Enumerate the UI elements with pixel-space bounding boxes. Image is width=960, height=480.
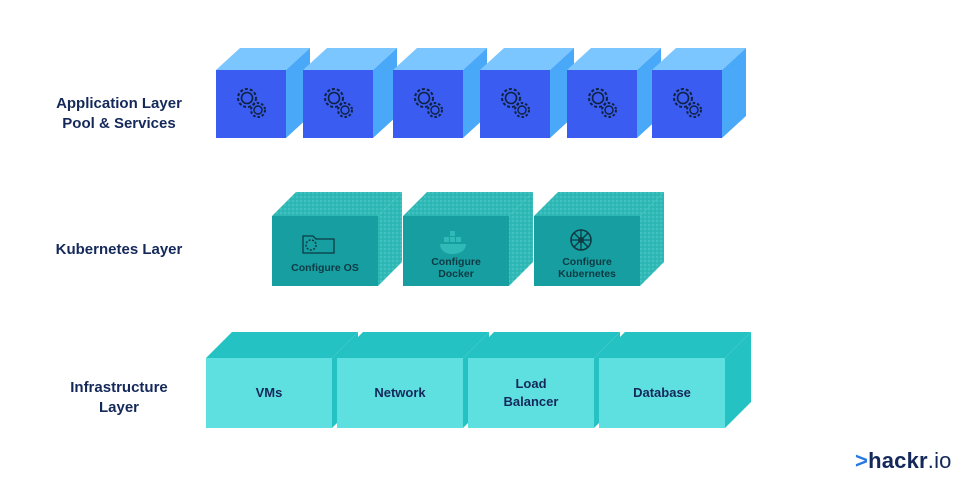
k8s-label-configure-docker: Configure Docker [431, 256, 481, 280]
k8s-box-configure-docker [403, 192, 533, 286]
k8s-label-configure-os: Configure OS [291, 262, 359, 274]
k8s-box-configure-os [272, 192, 402, 286]
app-cube-3 [393, 48, 487, 138]
logo-chevron: > [855, 448, 869, 473]
logo-name: hackr [868, 448, 928, 473]
kubernetes-layer-boxes [272, 192, 664, 286]
hackr-logo: >hackr.io [855, 448, 952, 474]
infra-box-database [599, 332, 751, 428]
docker-whale-icon [440, 231, 466, 254]
gear-folder-icon [302, 235, 335, 254]
application-layer-cubes [216, 48, 746, 138]
infrastructure-layer-label: Infrastructure Layer [70, 379, 168, 416]
k8s-box-configure-kubernetes [534, 192, 664, 286]
kubernetes-helm-icon [570, 229, 592, 251]
infra-label-vms: VMs [255, 385, 283, 400]
infra-box-vms [206, 332, 358, 428]
application-layer-label: Application Layer Pool & Services [56, 95, 182, 132]
app-cube-4 [480, 48, 574, 138]
app-cube-6 [652, 48, 746, 138]
infra-label-load-balancer: Load Balancer [503, 376, 559, 409]
logo-tld: .io [927, 448, 952, 473]
app-cube-2 [303, 48, 397, 138]
infra-label-network: Network [374, 385, 426, 400]
k8s-label-configure-kubernetes: Configure Kubernetes [558, 256, 616, 280]
app-cube-1 [216, 48, 310, 138]
app-cube-5 [567, 48, 661, 138]
infra-label-database: Database [633, 385, 691, 400]
kubernetes-layer-label: Kubernetes Layer [55, 241, 183, 258]
infrastructure-layer-boxes [206, 332, 751, 428]
